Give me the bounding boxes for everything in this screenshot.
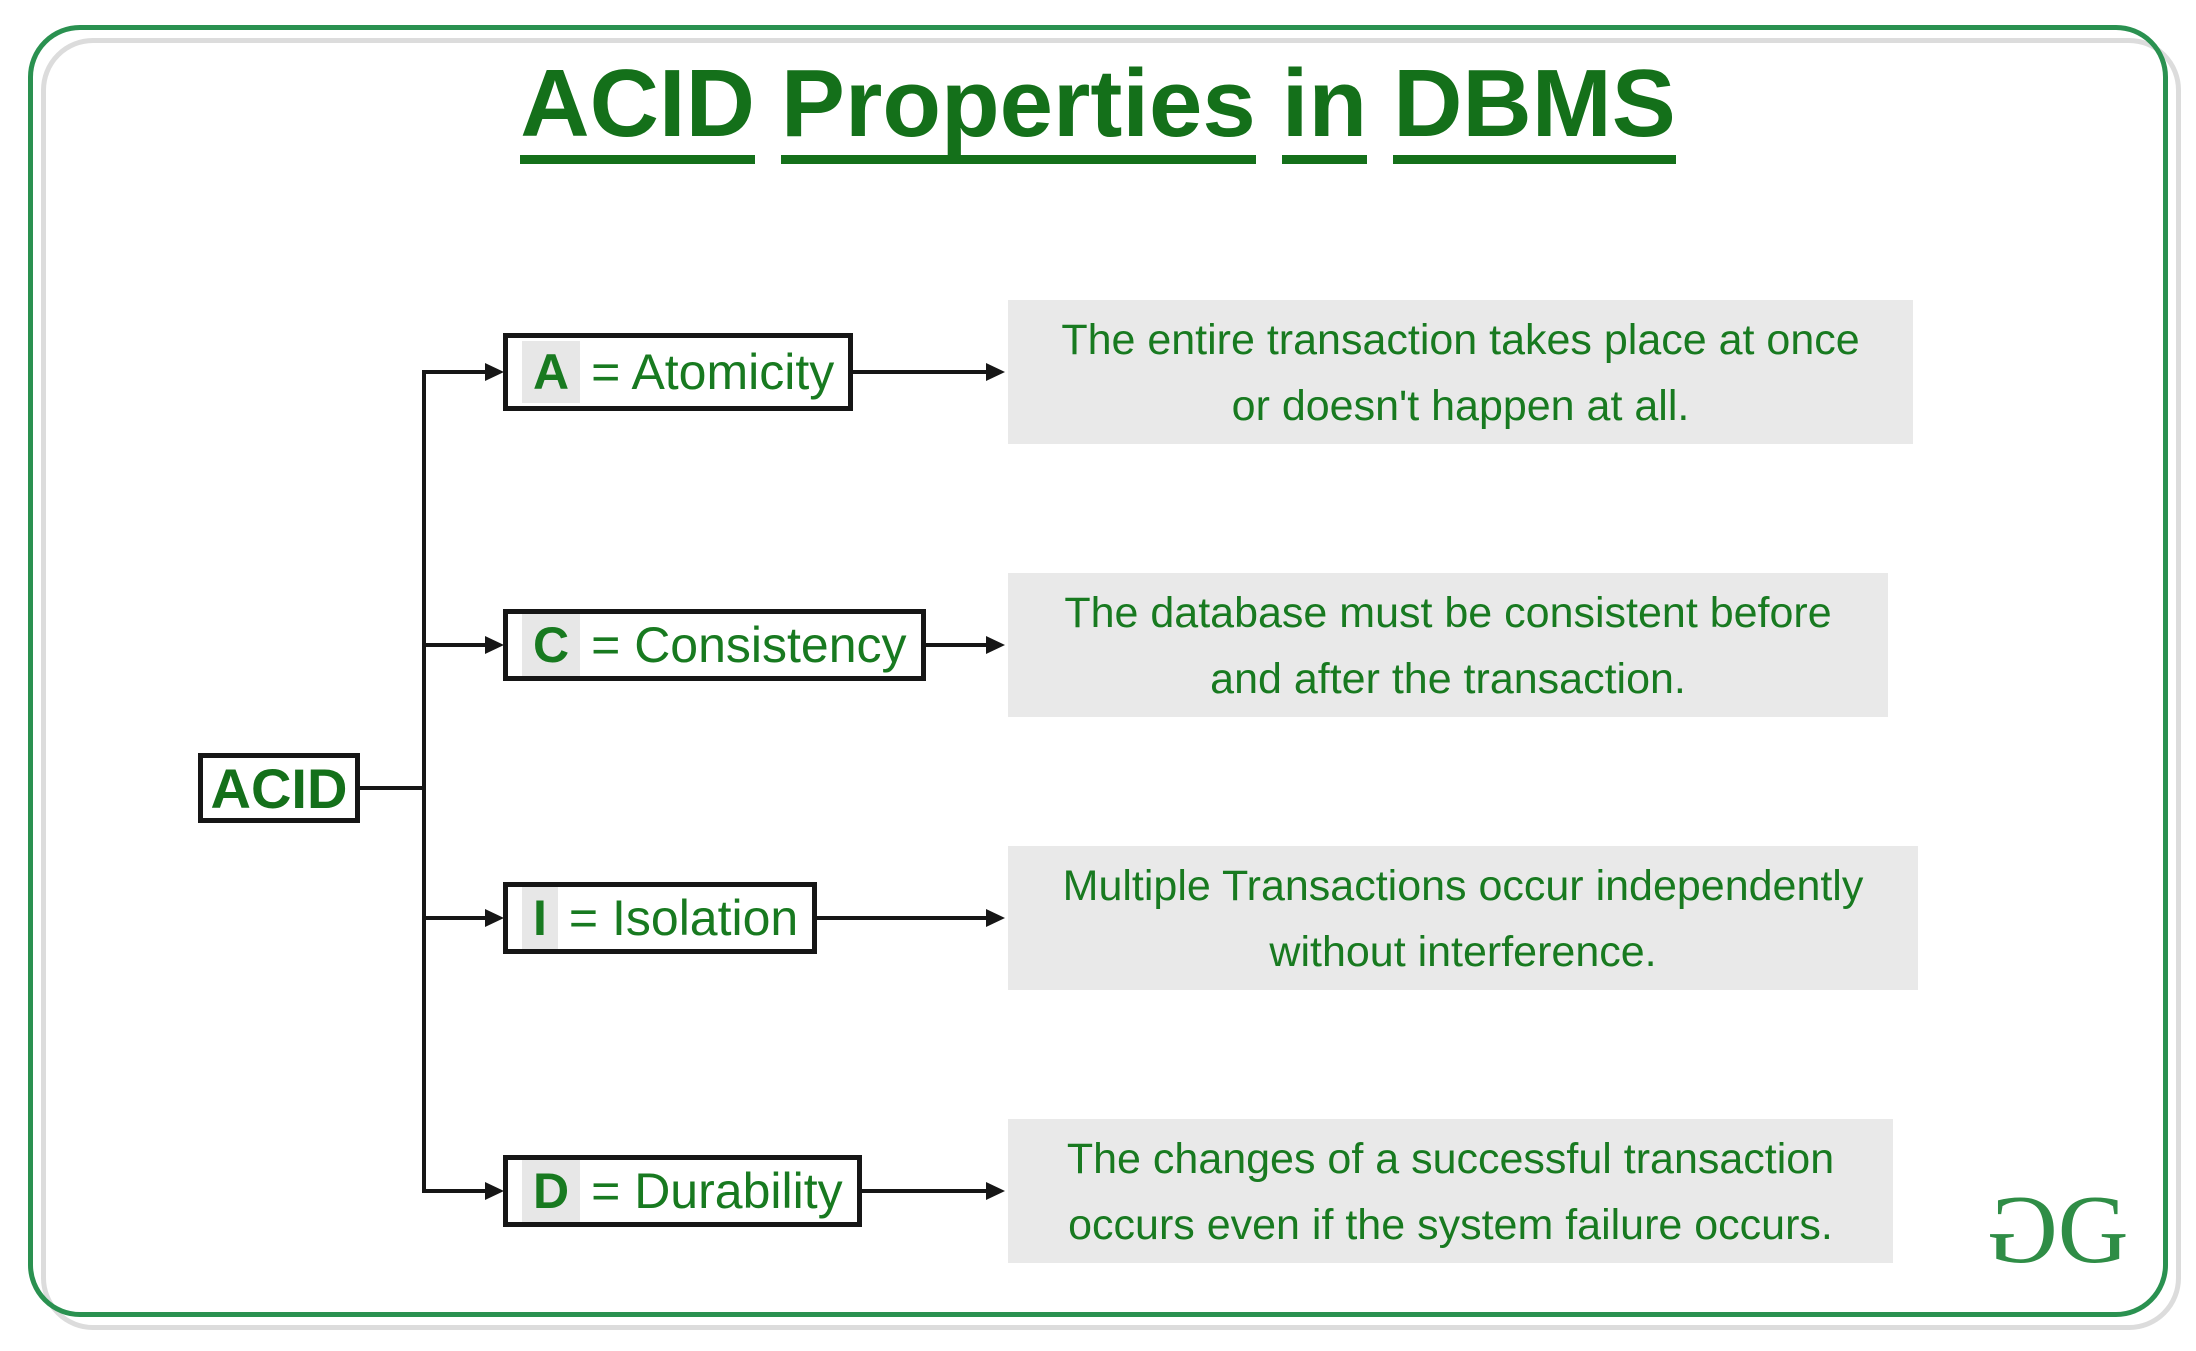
branch-connector-line [422, 643, 488, 647]
description-line: and after the transaction. [1210, 655, 1686, 703]
description-box-isolation: Multiple Transactions occur independentl… [1008, 846, 1918, 990]
branch-connector-line [422, 1189, 488, 1193]
arrowhead-right-icon [986, 363, 1005, 381]
description-line: Multiple Transactions occur independentl… [1062, 862, 1864, 910]
description-line: The changes of a successful transaction [1066, 1135, 1835, 1183]
branch-label: = Atomicity [591, 344, 835, 400]
title-word: in [1281, 56, 1368, 164]
description-connector-line [760, 1189, 988, 1193]
arrowhead-right-icon [986, 909, 1005, 927]
title-word: Properties [780, 56, 1256, 164]
description-line: or doesn't happen at all. [1231, 382, 1690, 430]
outer-border-frame [28, 25, 2168, 1317]
branch-node-isolation: I = Isolation [503, 882, 818, 954]
branch-node-consistency: C = Consistency [503, 609, 926, 681]
geeksforgeeks-logo: GG [1992, 1176, 2129, 1284]
branch-letter: A [522, 341, 581, 403]
description-box-consistency: The database must be consistent before a… [1008, 573, 1888, 717]
description-box-durability: The changes of a successful transaction … [1008, 1119, 1893, 1263]
title-word: DBMS [1393, 56, 1676, 164]
branch-label: = Isolation [568, 890, 799, 946]
arrowhead-right-icon [485, 363, 504, 381]
description-line: without interference. [1269, 928, 1657, 976]
branch-connector-line [422, 370, 488, 374]
root-connector-line [358, 786, 426, 790]
description-box-atomicity: The entire transaction takes place at on… [1008, 300, 1913, 444]
branch-node-atomicity: A = Atomicity [503, 333, 854, 411]
description-line: occurs even if the system failure occurs… [1068, 1201, 1833, 1249]
arrowhead-right-icon [485, 909, 504, 927]
branch-node-durability: D = Durability [503, 1155, 862, 1227]
description-line: The entire transaction takes place at on… [1061, 316, 1860, 364]
title-word: ACID [520, 56, 755, 164]
description-line: The database must be consistent before [1064, 589, 1832, 637]
branch-letter: C [522, 614, 581, 676]
root-node-acid: ACID [198, 753, 360, 823]
arrowhead-right-icon [986, 636, 1005, 654]
logo-g-mirrored: G [1992, 1176, 2058, 1284]
arrowhead-right-icon [485, 1182, 504, 1200]
arrowhead-right-icon [485, 636, 504, 654]
branch-letter: D [522, 1160, 581, 1222]
branch-label: = Durability [591, 1163, 843, 1219]
logo-g: G [2057, 1176, 2129, 1284]
root-label: ACID [210, 756, 348, 820]
description-connector-line [760, 916, 988, 920]
arrowhead-right-icon [986, 1182, 1005, 1200]
branch-letter: I [522, 887, 558, 949]
branch-connector-line [422, 916, 488, 920]
branch-label: = Consistency [591, 617, 907, 673]
trunk-line [422, 370, 426, 1193]
description-connector-line [760, 370, 988, 374]
border-shadow-frame [41, 38, 2181, 1330]
